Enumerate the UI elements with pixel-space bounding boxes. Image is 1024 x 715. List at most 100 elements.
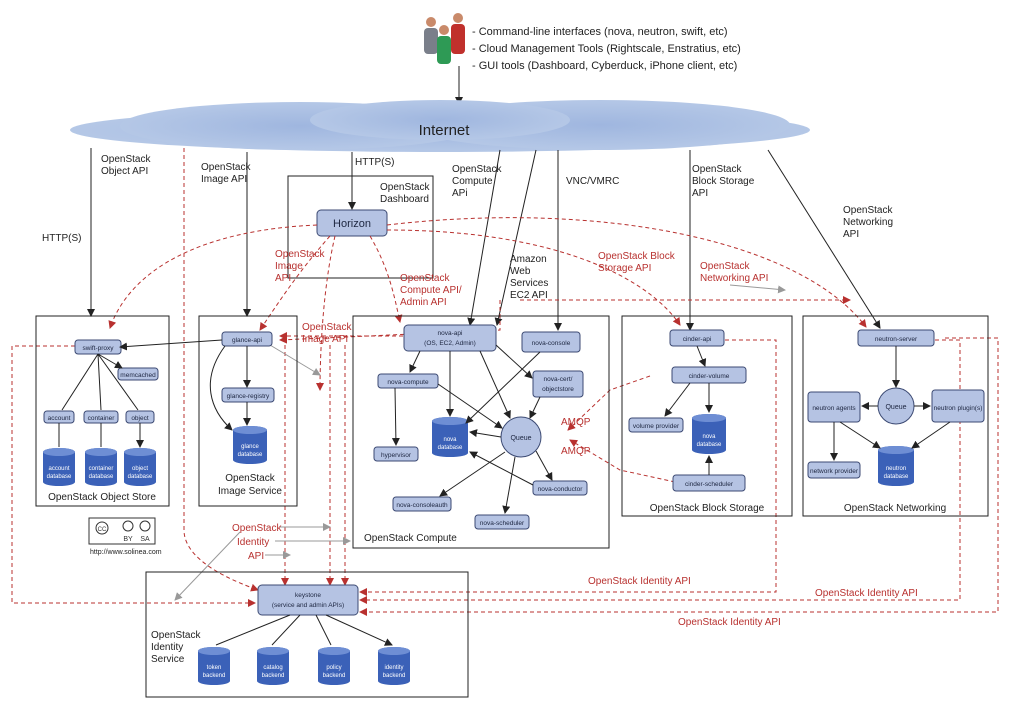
object-node[interactable]: object [125, 410, 155, 424]
red-compute-api-3: Admin API [400, 297, 447, 308]
aws-label-4: EC2 API [510, 290, 548, 301]
compute-api-label-3: APi [452, 188, 468, 199]
block-storage-box [621, 315, 793, 517]
svg-text:backend: backend [383, 673, 406, 679]
identity-title-2: Identity [151, 642, 183, 653]
svg-text:database: database [47, 474, 72, 480]
neutron-server-node[interactable]: neutron-server [857, 329, 935, 347]
nova-scheduler-node[interactable]: nova-scheduler [474, 514, 530, 530]
cinder-api-node[interactable]: cinder-api [669, 329, 725, 347]
svg-text:container: container [89, 466, 114, 472]
block-api-label-2: Block Storage [692, 176, 755, 187]
block-storage-title: OpenStack Block Storage [650, 503, 765, 514]
red-identity-api-1: OpenStack [232, 523, 282, 534]
container-node[interactable]: container [83, 410, 119, 424]
glance-api-node[interactable]: glance-api [221, 331, 273, 347]
svg-text:memcached: memcached [120, 372, 156, 379]
svg-text:cinder-volume: cinder-volume [689, 373, 730, 380]
networking-box [802, 315, 989, 517]
nova-compute-node[interactable]: nova-compute [377, 373, 439, 389]
account-database: account database [43, 448, 75, 486]
cinder-volume-node[interactable]: cinder-volume [671, 366, 747, 384]
compute-title: OpenStack Compute [364, 533, 457, 544]
dashboard-label-2: Dashboard [380, 194, 429, 205]
net-api-label-1: OpenStack [843, 205, 893, 216]
red-image-api-b1: OpenStack [302, 322, 352, 333]
svg-text:CC: CC [98, 527, 107, 533]
nova-conductor-node[interactable]: nova-conductor [532, 480, 588, 496]
red-amqp-1: AMQP [561, 417, 591, 428]
svg-text:glance-registry: glance-registry [227, 393, 270, 400]
object-api-label-2: Object API [101, 166, 148, 177]
svg-text:Horizon: Horizon [333, 218, 371, 230]
red-image-api-b2: Image API [302, 334, 348, 345]
horizon-node[interactable]: Horizon [316, 209, 388, 237]
memcached-node[interactable]: memcached [117, 367, 159, 381]
red-net-api-1: OpenStack [700, 261, 750, 272]
nova-consoleauth-node[interactable]: nova-consoleauth [392, 496, 452, 512]
cc-license-badge: CC BY SA [88, 517, 156, 545]
internet-cloud [70, 100, 810, 152]
svg-text:(OS, EC2, Admin): (OS, EC2, Admin) [424, 340, 476, 347]
block-api-label-3: API [692, 188, 708, 199]
svg-text:glance-api: glance-api [232, 337, 262, 344]
neutron-plugins-node[interactable]: neutron plugin(s) [931, 389, 985, 423]
red-identity-api-c: OpenStack Identity API [678, 617, 781, 628]
neutron-agents-node[interactable]: neutron agents [807, 391, 861, 423]
svg-text:nova-conductor: nova-conductor [538, 486, 584, 493]
glance-registry-node[interactable]: glance-registry [221, 387, 275, 403]
network-provider-node[interactable]: network provider [807, 461, 861, 479]
solinea-url: http://www.solinea.com [90, 549, 162, 556]
svg-text:nova-scheduler: nova-scheduler [480, 520, 525, 527]
hypervisor-node[interactable]: hypervisor [373, 446, 419, 462]
svg-text:nova-consoleauth: nova-consoleauth [396, 502, 448, 509]
swift-proxy-node[interactable]: swift-proxy [74, 339, 122, 355]
svg-text:catalog: catalog [263, 665, 282, 671]
image-api-label-2: Image API [201, 174, 247, 185]
red-block-api-2: Storage API [598, 263, 651, 274]
svg-text:database: database [89, 474, 114, 480]
svg-text:neutron agents: neutron agents [812, 405, 856, 412]
svg-text:SA: SA [140, 536, 150, 543]
client-line-2: - Cloud Management Tools (Rightscale, En… [472, 43, 741, 55]
red-compute-api-1: OpenStack [400, 273, 450, 284]
nova-console-node[interactable]: nova-console [521, 331, 581, 353]
volume-provider-node[interactable]: volume provider [628, 417, 684, 433]
nova-api-node[interactable]: nova-api(OS, EC2, Admin) [403, 324, 497, 352]
red-identity-api-3: API [248, 551, 264, 562]
red-identity-api-2: Identity [237, 537, 269, 548]
networking-queue[interactable]: Queue [877, 387, 915, 425]
red-image-api-1: OpenStack [275, 249, 325, 260]
compute-api-label-1: OpenStack [452, 164, 502, 175]
block-api-label-1: OpenStack [692, 164, 742, 175]
svg-text:nova-cert/: nova-cert/ [544, 376, 573, 383]
networking-title: OpenStack Networking [844, 503, 946, 514]
svg-text:database: database [238, 452, 263, 458]
svg-text:nova-compute: nova-compute [387, 379, 429, 386]
object-store-box [35, 315, 170, 507]
http-dashboard-label: HTTP(S) [355, 157, 394, 168]
svg-text:(service and admin APIs): (service and admin APIs) [272, 602, 344, 609]
keystone-node[interactable]: keystone(service and admin APIs) [257, 584, 359, 616]
svg-text:OpenStack: OpenStack [101, 154, 151, 165]
svg-text:nova-console: nova-console [532, 340, 571, 347]
cinder-scheduler-node[interactable]: cinder-scheduler [672, 474, 746, 492]
svg-text:policy: policy [326, 665, 341, 671]
image-service-title-1: OpenStack [225, 473, 275, 484]
compute-queue[interactable]: Queue [500, 416, 542, 458]
svg-text:backend: backend [262, 673, 285, 679]
catalog-backend: catalog backend [257, 647, 289, 685]
account-node[interactable]: account [43, 410, 75, 424]
svg-text:account: account [48, 466, 69, 472]
nova-cert-node[interactable]: nova-cert/objectstore [532, 370, 584, 398]
identity-backend: identity backend [378, 647, 410, 685]
red-image-api-3: API [275, 273, 291, 284]
red-identity-api-b: OpenStack Identity API [815, 588, 918, 599]
svg-text:identity: identity [384, 665, 403, 671]
red-amqp-2: AMQP [561, 446, 591, 457]
svg-text:swift-proxy: swift-proxy [82, 345, 114, 352]
